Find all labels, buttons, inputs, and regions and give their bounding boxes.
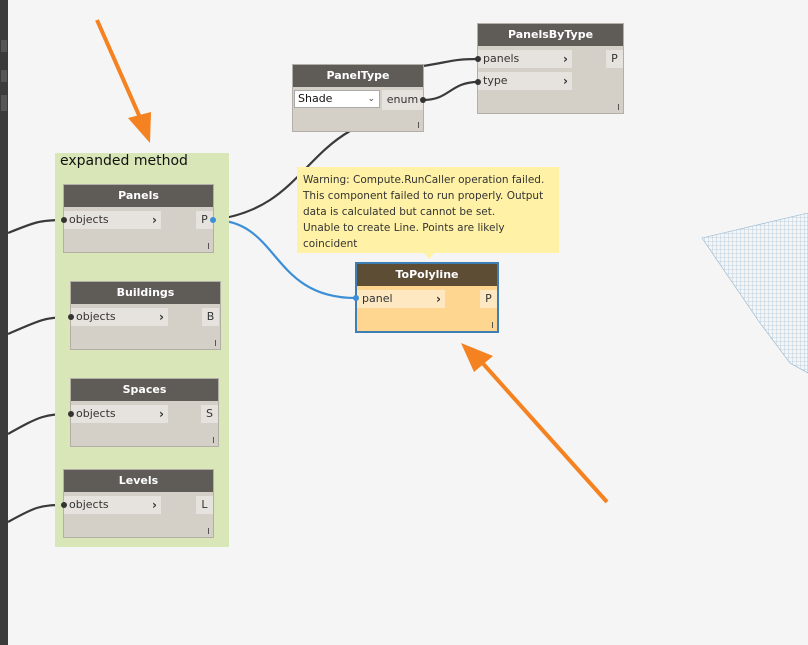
warning-line: This component failed to run properly. O… [303,190,544,202]
input-port-objects[interactable]: objects › [71,405,168,423]
edge-tick [1,70,7,82]
chevron-right-icon: › [563,52,568,66]
node-levels[interactable]: Levels objects › L [64,470,213,537]
lacing-icon [492,322,493,328]
node-title: PanelType [293,65,423,87]
node-spaces[interactable]: Spaces objects › S [71,379,218,446]
warning-line: Warning: Compute.RunCaller operation fai… [303,174,545,186]
input-port-objects[interactable]: objects › [71,308,168,326]
lacing-icon [618,104,619,110]
input-port-objects[interactable]: objects › [64,496,161,514]
chevron-right-icon: › [152,213,157,227]
wire-panels-to-topolyline [212,218,357,300]
lacing-icon [208,243,209,249]
node-to-polyline[interactable]: ToPolyline panel › P [357,264,497,331]
edge-tick [1,40,7,52]
warning-line: Unable to create Line. Points are likely [303,222,505,234]
port-label: panels [483,52,520,65]
node-title: Buildings [71,282,220,304]
arrow-annotation-bottom [461,343,609,504]
panel-type-dropdown[interactable]: Shade ⌄ [294,90,380,108]
input-port-panel[interactable]: panel › [357,290,445,308]
chevron-right-icon: › [436,292,441,306]
dropdown-value: Shade [298,92,333,105]
input-port-type[interactable]: type › [478,72,572,90]
port-label: objects [76,310,116,323]
port-connector-icon [68,314,74,320]
port-label: objects [76,407,116,420]
node-title: PanelsByType [478,24,623,46]
node-title: ToPolyline [357,264,497,286]
left-panel-edge [0,0,8,645]
node-title: Levels [64,470,213,492]
lacing-icon [213,437,214,443]
port-connector-icon [61,502,67,508]
node-panels-by-type[interactable]: PanelsByType panels › P type › [478,24,623,113]
port-label: objects [69,213,109,226]
output-port[interactable]: P [196,211,213,229]
node-panels[interactable]: Panels objects › P [64,185,213,252]
wire-enum-to-panels [422,57,479,68]
input-port-objects[interactable]: objects › [64,211,161,229]
port-connector-icon [61,217,67,223]
output-port[interactable]: P [606,50,623,68]
lacing-icon [215,340,216,346]
port-label: objects [69,498,109,511]
port-connector-icon [475,56,481,62]
mesh-preview [701,213,808,374]
port-connector-icon [353,295,359,301]
node-buildings[interactable]: Buildings objects › B [71,282,220,349]
edge-tick [1,95,7,111]
output-port[interactable]: P [480,290,497,308]
chevron-right-icon: › [159,407,164,421]
lacing-icon [208,528,209,534]
port-connector-icon [68,411,74,417]
output-port[interactable]: L [196,496,213,514]
chevron-right-icon: › [159,310,164,324]
lacing-icon [418,122,419,128]
port-label: panel [362,292,393,305]
port-connector-icon [475,79,481,85]
port-connector-icon [210,217,216,223]
node-title: Panels [64,185,213,207]
group-title: expanded method [60,153,188,169]
node-title: Spaces [71,379,218,401]
port-connector-icon [420,97,426,103]
chevron-right-icon: › [563,74,568,88]
wire-panels-to-panelsbytype [212,130,351,222]
output-port[interactable]: B [202,308,219,326]
output-port[interactable]: S [201,405,218,423]
warning-caret-icon [424,253,434,259]
warning-line: coincident [303,238,358,250]
port-label: type [483,74,508,87]
wire-enum-to-type [422,80,479,102]
warning-line: data is calculated but cannot be set. [303,206,496,218]
node-panel-type[interactable]: PanelType Shade ⌄ enum [293,65,423,131]
arrow-annotation-top [95,19,151,143]
output-port-enum[interactable]: enum [382,90,423,110]
warning-tooltip: Warning: Compute.RunCaller operation fai… [297,167,559,253]
input-port-panels[interactable]: panels › [478,50,572,68]
dropdown-caret-icon: ⌄ [367,94,375,104]
chevron-right-icon: › [152,498,157,512]
